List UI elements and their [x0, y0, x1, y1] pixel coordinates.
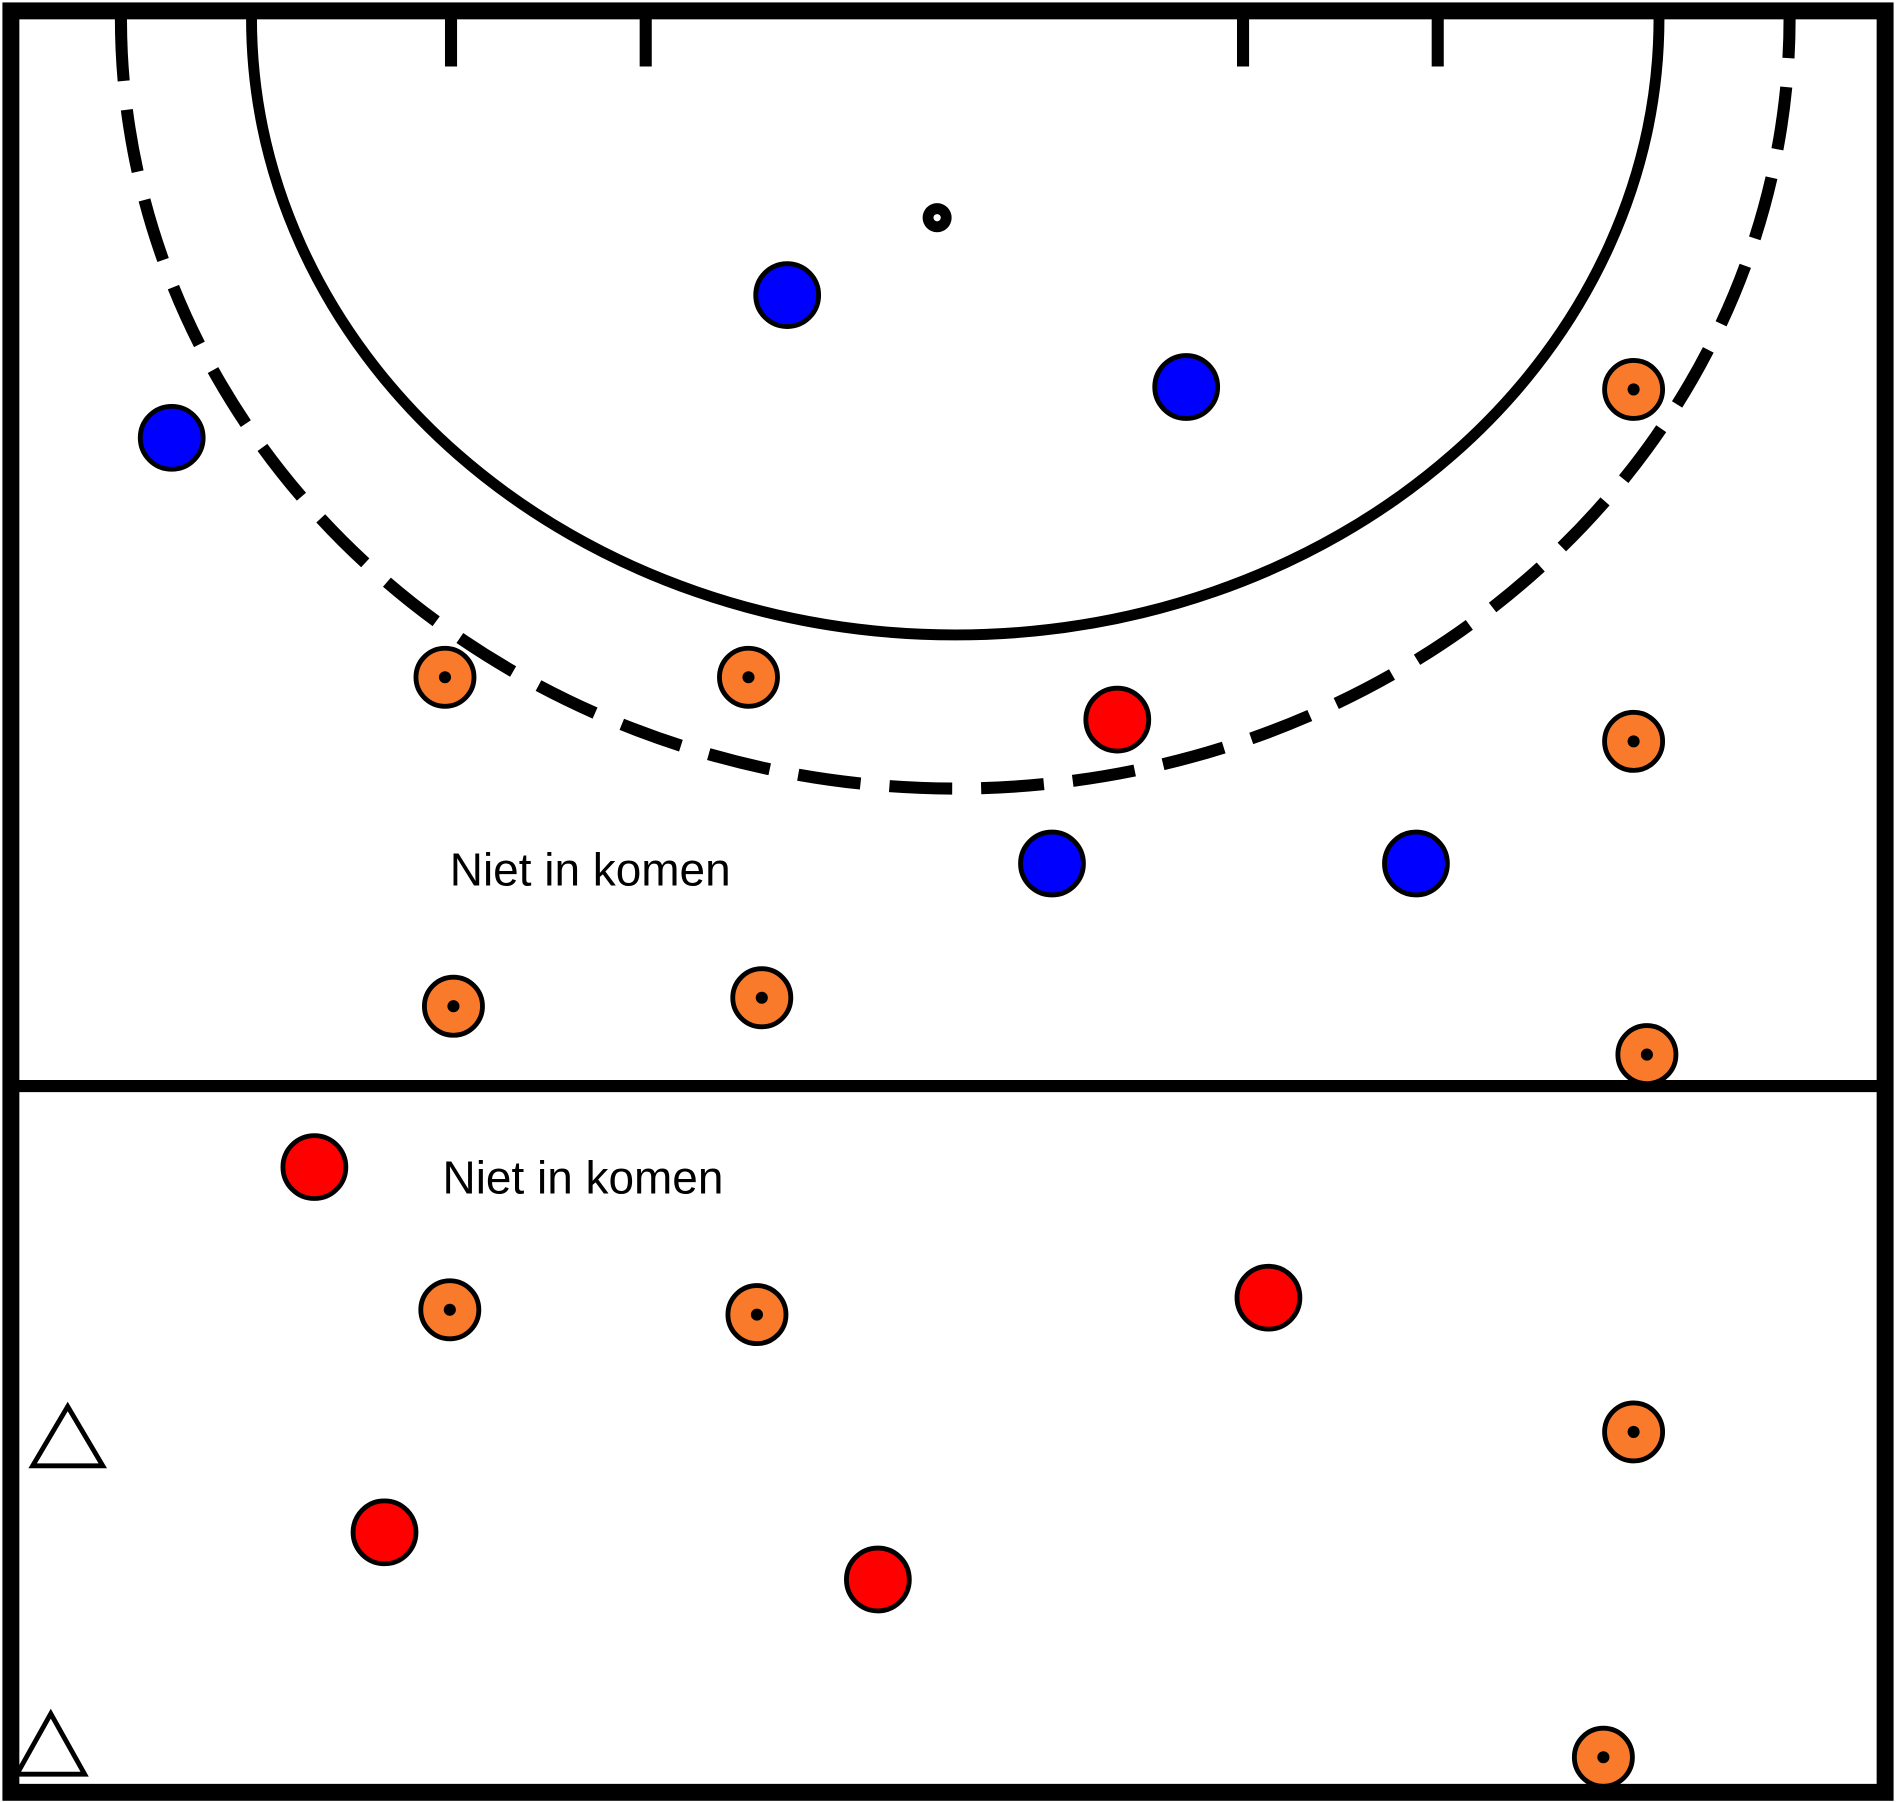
red-player[interactable]: [844, 1545, 912, 1614]
blue-player[interactable]: [753, 261, 822, 329]
cone-marker[interactable]: [1615, 1023, 1679, 1087]
cone-marker[interactable]: [1602, 709, 1666, 773]
cone-marker[interactable]: [413, 645, 477, 709]
triangle-marker[interactable]: [28, 1401, 108, 1469]
red-player[interactable]: [1083, 685, 1152, 754]
shooting-circle: [246, 18, 1665, 641]
blue-player[interactable]: [137, 403, 206, 472]
cone-marker[interactable]: [1602, 357, 1666, 421]
cone-marker[interactable]: [418, 1278, 482, 1342]
cone-marker[interactable]: [717, 645, 780, 709]
blue-player[interactable]: [1018, 829, 1086, 898]
goal-ticks: [444, 18, 1444, 67]
upper-zone-label: Niet in komen: [450, 843, 731, 895]
cone-marker[interactable]: [422, 974, 485, 1038]
lower-zone-label: Niet in komen: [443, 1152, 724, 1204]
triangle-marker[interactable]: [12, 1708, 89, 1777]
cone-marker[interactable]: [1571, 1725, 1635, 1789]
penalty-spot: [922, 203, 952, 233]
red-player[interactable]: [350, 1498, 419, 1567]
dashed-circle: [114, 18, 1796, 795]
red-player[interactable]: [280, 1133, 349, 1201]
cone-marker[interactable]: [725, 1283, 789, 1347]
cone-marker[interactable]: [1602, 1400, 1666, 1464]
cone-marker[interactable]: [730, 966, 794, 1030]
blue-player[interactable]: [1382, 829, 1450, 898]
blue-player[interactable]: [1152, 353, 1221, 421]
red-player[interactable]: [1234, 1263, 1303, 1332]
